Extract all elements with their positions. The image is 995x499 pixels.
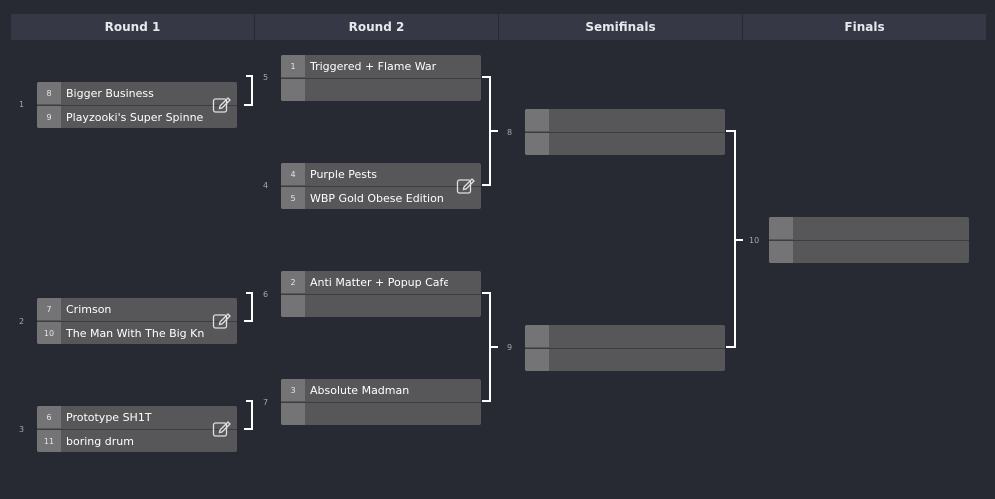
match-slot-bottom[interactable]: 9 Playzooki's Super Spinner: [37, 105, 237, 128]
team-name: Crimson: [66, 302, 112, 316]
team-name: WBP Gold Obese Edition: [310, 191, 444, 205]
match-number: 3: [19, 425, 25, 434]
match-slot-bottom[interactable]: [281, 294, 481, 317]
match-slot-bottom[interactable]: [525, 132, 725, 155]
match-number: 8: [507, 128, 513, 137]
match-slot-top[interactable]: 6 Prototype SH1T: [37, 406, 237, 428]
seed-number: 1: [281, 55, 305, 77]
match-slot-bottom[interactable]: [281, 78, 481, 101]
match-slot-top[interactable]: 7 Crimson: [37, 298, 237, 320]
match-slot-top[interactable]: 1 Triggered + Flame War: [281, 55, 481, 77]
match-slot-bottom[interactable]: [525, 348, 725, 371]
match-slot-top[interactable]: [525, 325, 725, 347]
match-number: 10: [749, 236, 760, 245]
match-slot-bottom[interactable]: 11 boring drum: [37, 429, 237, 452]
seed-number: [281, 295, 305, 317]
connector-sf2: [482, 292, 498, 402]
team-name: Triggered + Flame War: [310, 59, 437, 73]
match-number: 2: [19, 317, 25, 326]
seed-number: [769, 241, 793, 263]
match-card-6[interactable]: 2 Anti Matter + Popup Cafe Irc: [281, 271, 481, 317]
round-header-2: Round 2: [255, 14, 498, 40]
seed-number: [525, 349, 549, 371]
seed-number: [281, 79, 305, 101]
seed-number: 7: [37, 298, 61, 320]
edit-pencil-icon[interactable]: [212, 310, 232, 330]
match-slot-bottom[interactable]: [281, 402, 481, 425]
team-name: The Man With The Big Knees: [66, 326, 204, 340]
seed-number: [525, 109, 549, 131]
match-card-9[interactable]: [525, 325, 725, 371]
seed-number: 11: [37, 430, 61, 452]
seed-number: [525, 133, 549, 155]
match-slot-top[interactable]: 3 Absolute Madman: [281, 379, 481, 401]
seed-number: 5: [281, 187, 305, 209]
match-card-4[interactable]: 4 Purple Pests 5 WBP Gold Obese Edition: [281, 163, 481, 209]
match-number: 1: [19, 100, 25, 109]
round-header-semifinals: Semifinals: [499, 14, 742, 40]
match-number: 5: [263, 73, 269, 82]
round-header-1: Round 1: [11, 14, 254, 40]
match-slot-top[interactable]: 4 Purple Pests: [281, 163, 481, 185]
match-card-2[interactable]: 7 Crimson 10 The Man With The Big Knees: [37, 298, 237, 344]
edit-pencil-icon[interactable]: [212, 94, 232, 114]
match-card-8[interactable]: [525, 109, 725, 155]
seed-number: 8: [37, 82, 61, 104]
match-slot-bottom[interactable]: 10 The Man With The Big Knees: [37, 321, 237, 344]
match-slot-bottom[interactable]: 5 WBP Gold Obese Edition: [281, 186, 481, 209]
seed-number: 9: [37, 106, 61, 128]
match-card-1[interactable]: 8 Bigger Business 9 Playzooki's Super Spin…: [37, 82, 237, 128]
connector-r1m2: [244, 292, 253, 322]
match-card-10[interactable]: [769, 217, 969, 263]
match-card-7[interactable]: 3 Absolute Madman: [281, 379, 481, 425]
match-slot-bottom[interactable]: [769, 240, 969, 263]
match-card-3[interactable]: 6 Prototype SH1T 11 boring drum: [37, 406, 237, 452]
seed-number: [769, 217, 793, 239]
match-slot-top[interactable]: [769, 217, 969, 239]
seed-number: 3: [281, 379, 305, 401]
seed-number: [525, 325, 549, 347]
team-name: Absolute Madman: [310, 383, 410, 397]
match-number: 6: [263, 290, 269, 299]
connector-final: [726, 130, 743, 348]
match-number: 9: [507, 343, 513, 352]
seed-number: [281, 403, 305, 425]
seed-number: 10: [37, 322, 61, 344]
team-name: Prototype SH1T: [66, 410, 152, 424]
team-name: Purple Pests: [310, 167, 378, 181]
connector-sf1: [482, 76, 498, 186]
match-number: 7: [263, 398, 269, 407]
team-name: Bigger Business: [66, 86, 154, 100]
match-slot-top[interactable]: 8 Bigger Business: [37, 82, 237, 104]
connector-r1m3: [244, 400, 253, 430]
match-card-5[interactable]: 1 Triggered + Flame War: [281, 55, 481, 101]
match-slot-top[interactable]: [525, 109, 725, 131]
match-slot-top[interactable]: 2 Anti Matter + Popup Cafe Irc: [281, 271, 481, 293]
team-name: Playzooki's Super Spinner: [66, 110, 204, 124]
seed-number: 4: [281, 163, 305, 185]
seed-number: 2: [281, 271, 305, 293]
match-number: 4: [263, 181, 269, 190]
team-name: Anti Matter + Popup Cafe Irc: [310, 275, 448, 289]
edit-pencil-icon[interactable]: [456, 175, 476, 195]
round-header-finals: Finals: [743, 14, 986, 40]
seed-number: 6: [37, 406, 61, 428]
edit-pencil-icon[interactable]: [212, 418, 232, 438]
connector-r1m1: [244, 75, 253, 106]
team-name: boring drum: [66, 434, 134, 448]
